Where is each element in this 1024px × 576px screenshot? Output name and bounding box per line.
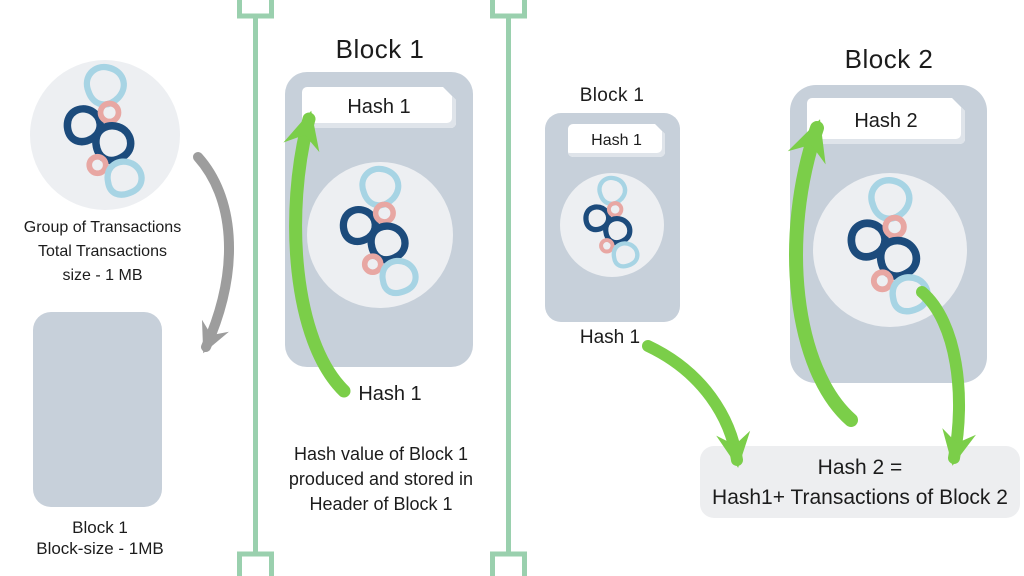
group-to-block-arrow: [193, 152, 234, 354]
block1-title: Block 1: [335, 34, 425, 64]
block2-header-hash-label: Hash 2: [854, 109, 918, 132]
caption-line: Header of Block 1: [309, 494, 453, 514]
block1-shape: Hash 1: [285, 72, 473, 367]
block1-small-hash-caption: Hash 1: [579, 327, 641, 348]
section-divider-right: [490, 0, 527, 576]
formula-box: Hash 2 = Hash1+ Transactions of Block 2: [700, 446, 1020, 518]
caption-line: produced and stored in: [288, 469, 474, 489]
transactions-cluster-icon: [307, 162, 453, 308]
block1-header-hash-label: Hash 1: [347, 96, 411, 118]
block1-header-hashbox: Hash 1: [302, 87, 456, 128]
formula-line1: Hash 2 =: [817, 456, 903, 479]
group-caption: Group of Transactions Total Transactions…: [5, 216, 200, 288]
block1-small-transactions-circle: [560, 173, 664, 277]
block2-title: Block 2: [844, 44, 934, 74]
caption-line: Block 1: [72, 518, 128, 537]
caption-line: Block-size - 1MB: [36, 539, 164, 558]
transactions-cluster-icon: [813, 173, 967, 327]
block1-small-header-hash-label: Hash 1: [591, 131, 642, 149]
block1-empty-caption: Block 1 Block-size - 1MB: [10, 517, 190, 559]
hash1-to-formula-arrow: [642, 340, 751, 468]
block1-empty-shape: [33, 312, 162, 507]
caption-line: Hash value of Block 1: [293, 444, 469, 464]
block1-small-header-hashbox: Hash 1: [568, 124, 665, 157]
caption-line: size - 1 MB: [62, 267, 143, 284]
transactions-group-circle: [30, 60, 180, 210]
formula-line2: Hash1+ Transactions of Block 2: [712, 486, 1008, 509]
block1-transactions-circle: [307, 162, 453, 308]
block2-transactions-circle: [813, 173, 967, 327]
transactions-cluster-icon: [30, 60, 180, 210]
block1-hash-caption: Hash 1: [358, 383, 422, 405]
block1-description: Hash value of Block 1 produced and store…: [266, 442, 496, 517]
block1-small-title: Block 1: [579, 85, 645, 106]
block1-small-shape: Hash 1: [545, 113, 680, 322]
transactions-cluster-icon: [560, 173, 664, 277]
caption-line: Total Transactions: [38, 243, 167, 260]
caption-line: Group of Transactions: [23, 219, 182, 236]
block2-header-hashbox: Hash 2: [807, 98, 965, 144]
block2-shape: Hash 2: [790, 85, 987, 383]
